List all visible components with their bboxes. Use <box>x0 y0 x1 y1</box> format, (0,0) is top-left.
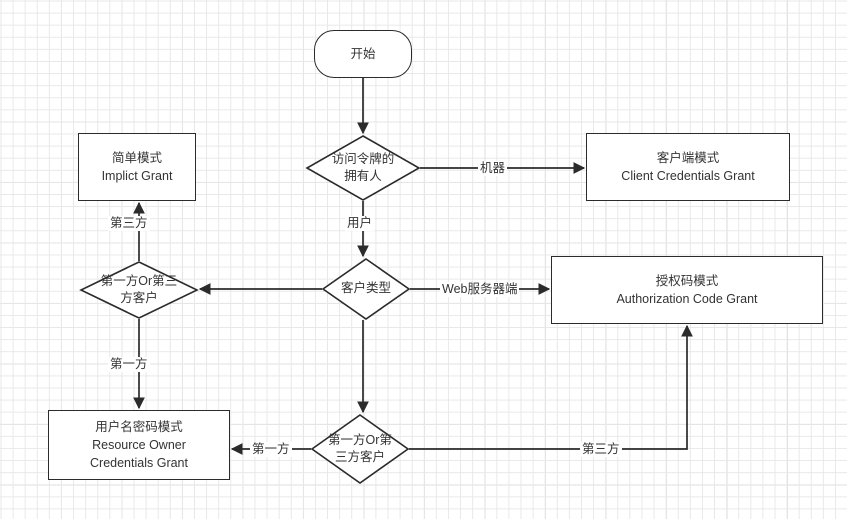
node-authorization-code-grant[interactable]: 授权码模式 Authorization Code Grant <box>551 256 823 324</box>
edge-label-first-party-lower: 第一方 <box>250 442 292 457</box>
node-authorization-code-grant-label: 授权码模式 Authorization Code Grant <box>616 273 758 306</box>
node-first-or-third-party-client-mid[interactable]: 第一方Or第三 方客户 <box>79 261 199 319</box>
node-first-or-third-party-client-mid-label: 第一方Or第三 方客户 <box>100 273 178 306</box>
node-client-type[interactable]: 客户类型 <box>321 258 411 320</box>
node-first-or-third-party-client-bottom[interactable]: 第一方Or第 三方客户 <box>310 414 410 484</box>
node-client-credentials-grant-label: 客户端模式 Client Credentials Grant <box>621 150 755 183</box>
node-resource-owner-credentials-grant-label: 用户名密码模式 Resource Owner Credentials Grant <box>90 419 188 471</box>
node-first-or-third-party-client-bottom-label: 第一方Or第 三方客户 <box>328 432 392 465</box>
node-resource-owner-credentials-grant[interactable]: 用户名密码模式 Resource Owner Credentials Grant <box>48 410 230 480</box>
edge-label-web-server: Web服务器端 <box>440 282 520 297</box>
edge-label-machine: 机器 <box>478 161 508 176</box>
edge-label-first-party-upper: 第一方 <box>108 357 150 372</box>
edge-label-third-party-lower: 第三方 <box>580 442 622 457</box>
node-client-type-label: 客户类型 <box>340 281 391 296</box>
node-start-label: 开始 <box>350 46 376 61</box>
node-client-credentials-grant[interactable]: 客户端模式 Client Credentials Grant <box>586 133 790 201</box>
edge-label-third-party-upper: 第三方 <box>108 216 150 231</box>
edge-label-user: 用户 <box>345 216 375 231</box>
node-token-owner-label: 访问令牌的 拥有人 <box>331 151 395 184</box>
node-start[interactable]: 开始 <box>314 30 412 78</box>
node-implicit-grant-label: 简单模式 Implict Grant <box>101 150 173 183</box>
node-token-owner[interactable]: 访问令牌的 拥有人 <box>305 135 421 201</box>
edge-first-or-third-bottom-to-authorization-code <box>409 324 693 450</box>
node-implicit-grant[interactable]: 简单模式 Implict Grant <box>78 133 196 201</box>
